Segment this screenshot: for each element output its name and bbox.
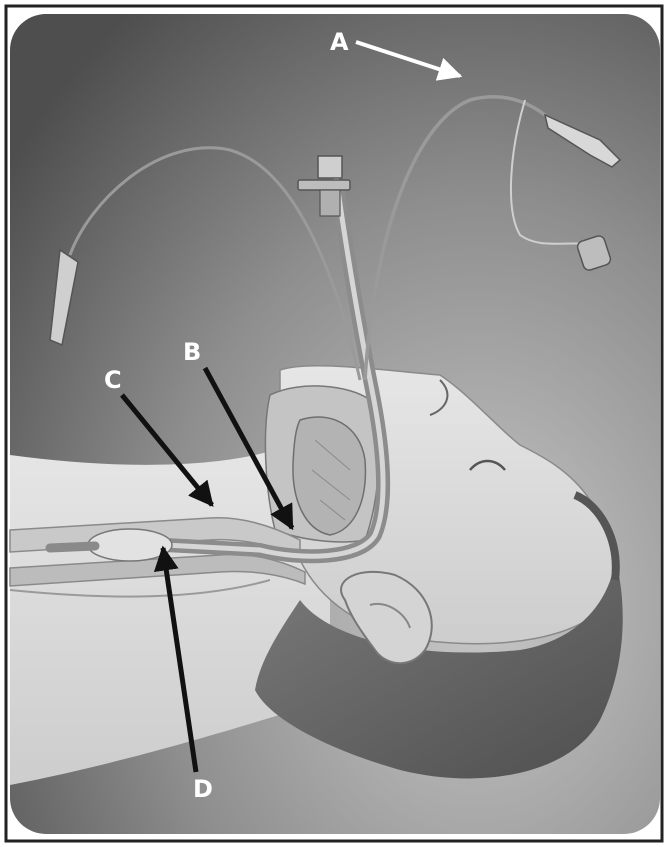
tube-connector xyxy=(318,156,342,178)
label-a: A xyxy=(330,28,349,56)
tube-flange xyxy=(298,180,350,190)
label-b: B xyxy=(183,338,201,366)
tube-distal-end xyxy=(50,546,95,548)
label-c: C xyxy=(104,366,122,394)
label-d: D xyxy=(193,775,213,803)
inflation-cuff xyxy=(88,529,172,561)
tube-adapter xyxy=(320,190,340,216)
